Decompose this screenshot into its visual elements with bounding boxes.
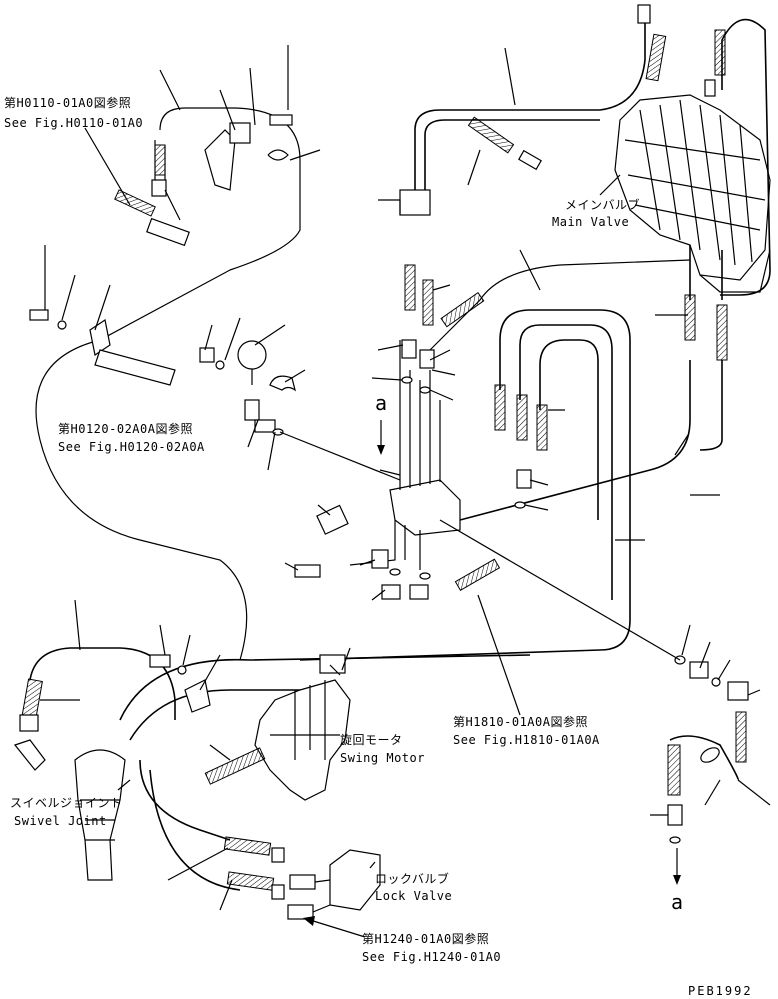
swing-motor-label-jp: 旋回モータ <box>340 733 403 747</box>
lock-valve-body <box>287 849 381 920</box>
ref-h0120-en: See Fig.H0120-02A0A <box>58 440 205 454</box>
ref-h1240-en: See Fig.H1240-01A0 <box>362 950 502 964</box>
u-loop-hoses <box>299 309 631 661</box>
lock-valve-label-en: Lock Valve <box>375 889 453 903</box>
swivel-joint-label-jp: スイベルジョイント <box>10 796 123 810</box>
connection-mark-a-bottom: a <box>671 890 684 914</box>
bottom-left-piping <box>13 647 531 900</box>
ref-h1810-jp: 第H1810-01A0A図参照 <box>453 715 588 729</box>
ref-h0110-en: See Fig.H0110-01A0 <box>4 116 144 130</box>
left-piping <box>29 107 401 661</box>
ref-h0110-jp: 第H0110-01A0図参照 <box>4 96 132 110</box>
control-valve-block <box>294 189 501 600</box>
main-valve-label-en: Main Valve <box>552 215 630 229</box>
connection-arrow-a-top <box>377 420 385 455</box>
swing-motor-label-en: Swing Motor <box>340 751 425 765</box>
top-right-fittings <box>467 4 728 361</box>
connection-mark-a-top: a <box>375 391 388 415</box>
main-valve-label-jp: メインバルブ <box>565 198 641 212</box>
right-piping <box>439 519 749 885</box>
ref-h0120-jp: 第H0120-02A0A図参照 <box>58 422 193 436</box>
ref-h1240-jp: 第H1240-01A0図参照 <box>362 932 490 946</box>
swivel-joint-label-en: Swivel Joint <box>14 814 107 828</box>
drawing-code: PEB1992 <box>688 984 753 998</box>
swing-motor-body <box>204 654 351 801</box>
ref-h1810-en: See Fig.H1810-01A0A <box>453 733 600 747</box>
lock-valve-label-jp: ロックバルブ <box>375 872 450 886</box>
main-valve-body <box>614 94 771 293</box>
leader-lines <box>40 45 771 938</box>
